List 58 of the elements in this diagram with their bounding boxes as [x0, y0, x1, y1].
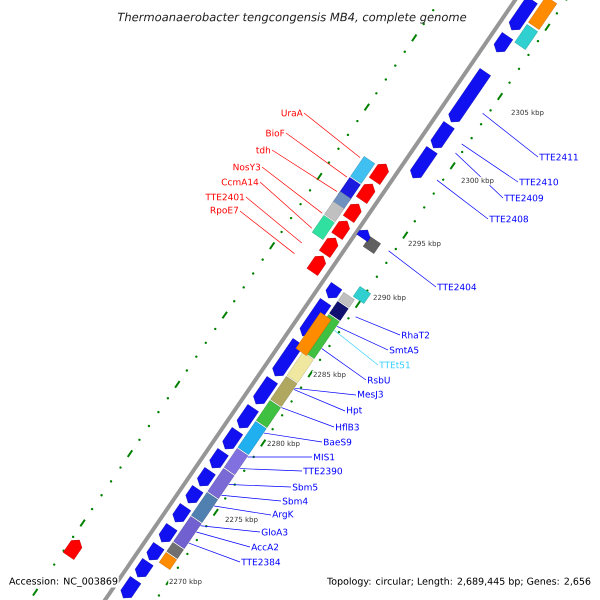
leader-line: [272, 150, 338, 192]
gene-label: tdh: [256, 146, 270, 154]
leader-line: [239, 468, 302, 472]
gene-label: MesJ3: [358, 390, 383, 400]
gene-label: CcmA14: [222, 178, 258, 186]
leader-line: [188, 542, 240, 562]
gene-label: TTE2411: [539, 154, 578, 160]
leader-line: [228, 484, 292, 488]
gene-label: MIS1: [314, 454, 334, 460]
leader-line: [336, 326, 388, 350]
leader-line: [286, 132, 348, 178]
leader-line: [293, 389, 346, 412]
accession-text: Accession: NC_003869: [8, 576, 119, 588]
leader-line: [436, 180, 488, 220]
gene-label: RhaT2: [402, 332, 429, 338]
gene-label: TTE2408: [489, 216, 528, 222]
gene-label: GloA3: [262, 528, 288, 536]
leader-line: [294, 388, 356, 396]
gene-label: TTE2410: [519, 178, 558, 186]
gene-label: TTEt51: [379, 362, 410, 368]
gene-label: TTE2390: [303, 468, 342, 474]
title: Thermoanaerobacter tengcongensis MB4, complete genome: [118, 12, 466, 24]
gene-label: BaeS9: [324, 438, 352, 446]
leader-line: [304, 112, 360, 158]
gene-label: Sbm5: [292, 484, 318, 490]
leader-line: [321, 348, 366, 380]
leader-line: [247, 456, 312, 458]
gene-label: TTE2401: [205, 194, 244, 200]
leader-line: [214, 506, 272, 516]
gene-label: NosY3: [234, 164, 260, 170]
gene-label: HflB3: [336, 424, 359, 430]
gene-label: TTE2409: [504, 194, 543, 202]
gene-label: RpoE7: [210, 206, 238, 216]
genome-info-text: Topology: circular; Length: 2,689,445 bp; Genes: 2,656: [326, 576, 592, 588]
leader-line: [262, 166, 323, 214]
leader-line: [246, 196, 302, 244]
leader-line: [388, 250, 436, 288]
gene-label: ArgK: [272, 510, 294, 520]
gene-label: Hpt: [347, 406, 362, 416]
gene-label: AccA2: [251, 544, 278, 550]
leader-line: [461, 144, 518, 182]
leader-line: [200, 525, 260, 532]
leader-line: [240, 210, 295, 254]
gene-label: TTE2384: [241, 558, 280, 566]
gene-label: Sbm4: [282, 498, 308, 504]
leader-line: [281, 407, 334, 428]
leader-line: [221, 494, 282, 502]
gene-label: UraA: [282, 110, 303, 116]
leader-line: [355, 316, 400, 336]
leader-line: [482, 112, 538, 158]
gene-label: RsbU: [368, 376, 390, 384]
gene-label: SmtA5: [390, 346, 418, 354]
leader-line: [196, 532, 250, 548]
gene-label: BioF: [266, 130, 284, 136]
leader-line: [264, 432, 322, 442]
leader-line: [334, 330, 378, 366]
leader-line: [260, 182, 312, 229]
gene-label: TTE2404: [437, 284, 476, 290]
